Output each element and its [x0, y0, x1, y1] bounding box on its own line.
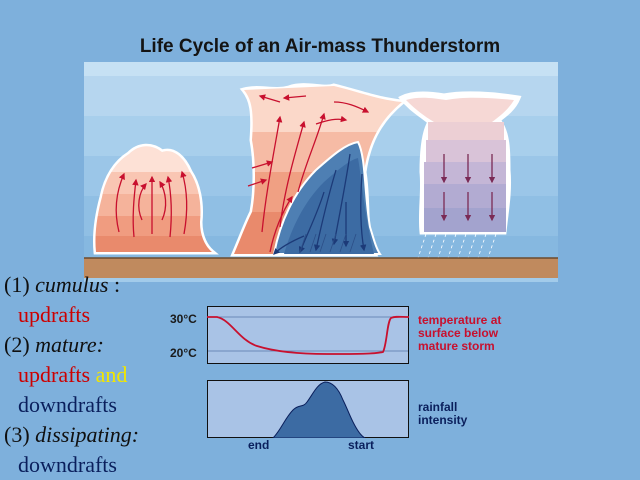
step-3: (3) dissipating: — [4, 420, 139, 450]
rainfall-legend-line-1: rainfall — [418, 400, 458, 414]
step-1-suffix: : — [108, 272, 121, 297]
step-3-number: (3) — [4, 422, 30, 447]
step-1-updrafts: updrafts — [18, 302, 91, 327]
step-2-drafts: updrafts and — [4, 360, 139, 390]
temperature-legend-line-3: mature storm — [418, 339, 495, 353]
step-1-stage: cumulus — [35, 272, 109, 297]
step-2-stage: mature: — [35, 332, 104, 357]
rainfall-curve — [272, 381, 366, 438]
step-2-updrafts: updrafts — [18, 362, 91, 387]
step-1: (1) cumulus : — [4, 270, 139, 300]
thunderstorm-life-cycle-illustration — [84, 62, 558, 282]
step-2-and: and — [95, 362, 128, 387]
rainfall-chart — [207, 380, 409, 438]
life-cycle-steps: (1) cumulus : updrafts (2) mature: updra… — [4, 270, 139, 480]
temperature-legend-line-1: temperature at — [418, 313, 502, 327]
rainfall-x-start: start — [348, 438, 375, 452]
temperature-legend: temperature at surface below mature stor… — [418, 314, 501, 353]
temp-tick-30: 30°C — [170, 312, 197, 326]
step-1-number: (1) — [4, 272, 30, 297]
step-2: (2) mature: — [4, 330, 139, 360]
temperature-curve — [207, 315, 409, 355]
temperature-chart — [207, 306, 409, 364]
step-2-downdrafts: downdrafts — [18, 392, 117, 417]
temperature-legend-line-2: surface below — [418, 326, 499, 340]
step-3-downdrafts: downdrafts — [18, 452, 117, 477]
step-2-number: (2) — [4, 332, 30, 357]
rainfall-legend-line-2: intensity — [418, 413, 468, 427]
step-3-stage: dissipating: — [35, 422, 140, 447]
temp-tick-20: 20°C — [170, 346, 197, 360]
diagram-title: Life Cycle of an Air-mass Thunderstorm — [139, 36, 501, 57]
rainfall-legend: rainfall intensity — [418, 401, 467, 427]
rainfall-x-end: end — [248, 438, 270, 452]
